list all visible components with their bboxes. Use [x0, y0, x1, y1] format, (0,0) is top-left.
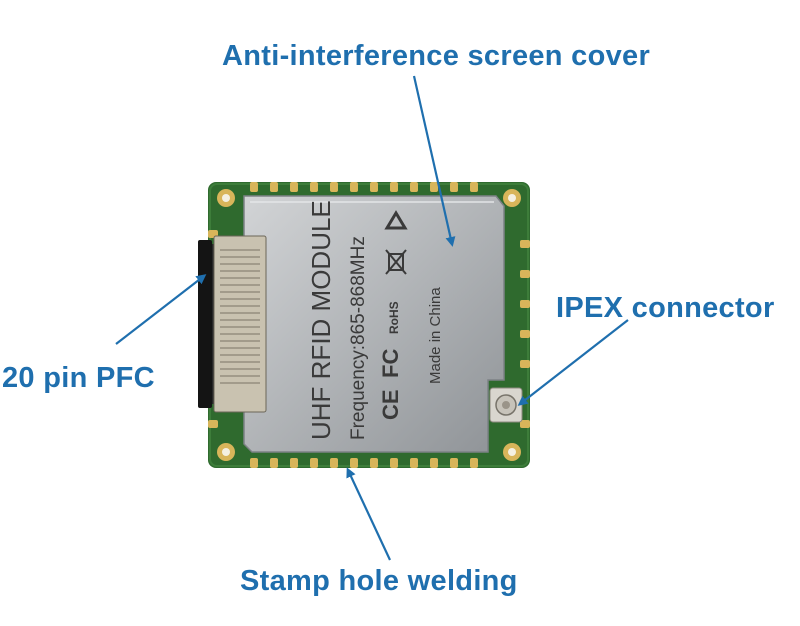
stamp-holes-sides	[208, 230, 530, 428]
arrow-ipex	[517, 319, 629, 406]
shield-cover	[243, 195, 505, 453]
corner-pads	[217, 189, 521, 461]
rohs-mark: RoHS	[387, 301, 401, 334]
arrow-shield	[412, 75, 456, 247]
fpc-connector	[198, 235, 267, 413]
callout-ipex-connector: IPEX connector	[556, 292, 775, 324]
module-frequency: Frequency:865-868MHz	[348, 236, 369, 440]
callout-pin-connector: 20 pin PFC	[2, 362, 155, 394]
fc-mark: FC	[378, 349, 403, 378]
waste-bin-icon	[385, 249, 407, 275]
callout-stamp-holes: Stamp hole welding	[240, 565, 518, 597]
stamp-holes-bottom	[250, 458, 478, 468]
module-title: UHF RFID MODULE	[306, 200, 336, 440]
cert-marks: CE FC RoHS	[378, 301, 403, 420]
ce-mark: CE	[378, 389, 403, 420]
made-in-china: Made in China	[427, 287, 444, 384]
arrow-stamp	[346, 467, 391, 561]
module-engraving: UHF RFID MODULE Frequency:865-868MHz	[306, 200, 369, 440]
ipex-connector	[489, 387, 523, 423]
callout-shield-cover: Anti-interference screen cover	[222, 40, 651, 72]
arrow-fpc	[115, 274, 207, 345]
recycle-icon	[384, 210, 408, 230]
stamp-holes-top	[250, 182, 478, 192]
